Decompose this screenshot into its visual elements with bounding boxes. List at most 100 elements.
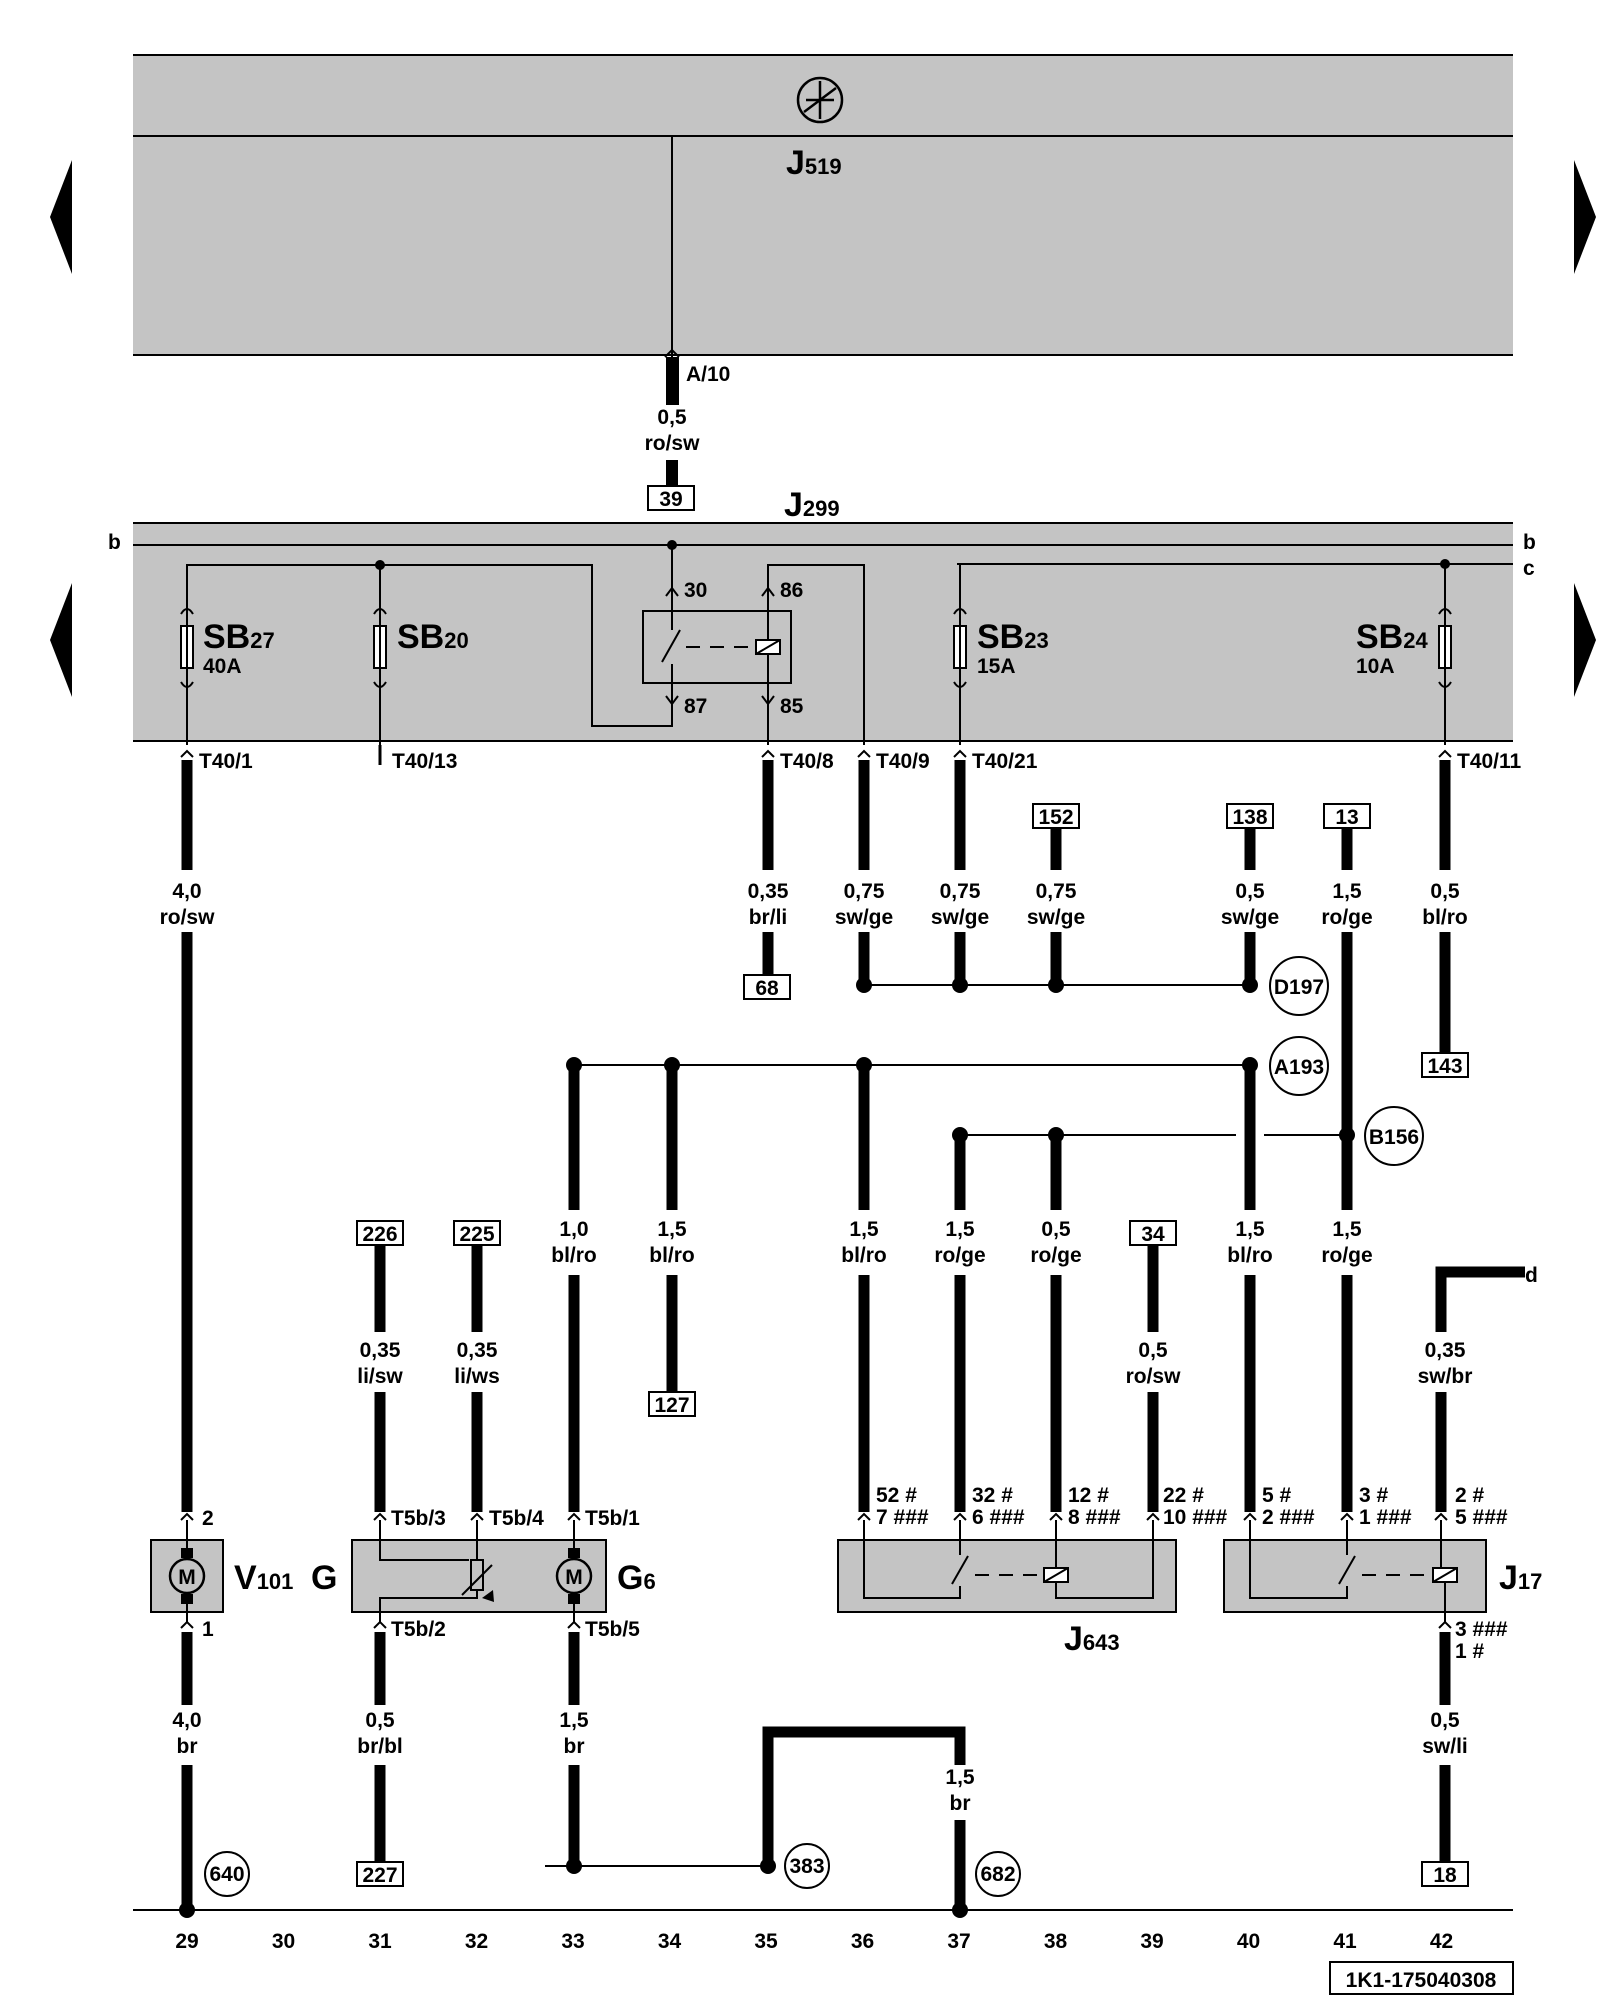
wire-labels-lower: 4,0 br 0,5 br/bl 1,5 br 1,5 br 0,5 sw/li (172, 1709, 1467, 1815)
wire-size: 0,5 (1235, 880, 1265, 903)
wires (181, 760, 1525, 1908)
grid-number: 35 (754, 1930, 778, 1953)
v101-motor: M (150, 1520, 224, 1622)
prev-page-arrow-mid[interactable] (50, 583, 72, 697)
g-g6-sender-pump: M (351, 1520, 607, 1622)
j299-label: J299 (784, 486, 840, 524)
wire-color: ro/sw (1126, 1365, 1182, 1388)
conn-pin: T5b/4 (489, 1507, 544, 1530)
sb27-label: SB27 (203, 618, 275, 656)
ref-box-label: 225 (459, 1223, 494, 1246)
wire-color: bl/ro (1227, 1244, 1273, 1267)
grid-number: 41 (1333, 1930, 1357, 1953)
conn-pin: 2 (202, 1507, 214, 1530)
conn-pin: T5b/1 (585, 1507, 640, 1530)
grid-number: 31 (368, 1930, 392, 1953)
wire-color: sw/ge (1221, 906, 1279, 929)
conn-pin: 5 # (1262, 1484, 1292, 1507)
sb23-label: SB23 (977, 618, 1049, 656)
grid-number: 32 (465, 1930, 488, 1953)
diagram-id: 1K1-175040308 (1346, 1969, 1497, 1992)
ref-box (647, 485, 695, 511)
next-page-arrow-top[interactable] (1574, 160, 1596, 274)
wire-size: 0,5 (1041, 1218, 1071, 1241)
ref-box (356, 1861, 404, 1887)
conn-pin: 32 # (972, 1484, 1013, 1507)
wire-size: 1,5 (1332, 1218, 1362, 1241)
wire-size: 0,35 (360, 1339, 401, 1362)
j519-panel (133, 55, 1513, 355)
wire-color: br (177, 1735, 198, 1758)
wire-size: 1,5 (945, 1218, 975, 1241)
conn-pin: 8 ### (1068, 1506, 1121, 1529)
next-page-arrow-mid[interactable] (1574, 583, 1596, 697)
conn-t40-1: T40/1 (199, 750, 253, 773)
wire-size: 0,75 (940, 880, 981, 903)
ref-box-label: 143 (1427, 1055, 1462, 1078)
j643-label: J643 (1064, 1620, 1120, 1658)
ref-box (1421, 1861, 1469, 1887)
conn-pin: 6 ### (972, 1506, 1025, 1529)
ref-box (648, 1391, 696, 1417)
wire-labels-middle: 1,0 bl/ro 1,5 bl/ro 1,5 bl/ro 1,5 ro/ge … (357, 1218, 1472, 1388)
wire-size: 4,0 (172, 1709, 201, 1732)
wire-size: 0,75 (844, 880, 885, 903)
wire-color: li/ws (454, 1365, 500, 1388)
ref-box (356, 1220, 404, 1246)
grid-number: 40 (1237, 1930, 1260, 1953)
ref-box (1421, 1052, 1469, 1078)
wire-size: 4,0 (172, 880, 201, 903)
ref-box (1226, 803, 1274, 829)
wire-color: br (564, 1735, 585, 1758)
conn-pin: T5b/2 (391, 1618, 446, 1641)
ref-box-label: 227 (362, 1864, 397, 1887)
ref-box-label: 18 (1433, 1864, 1457, 1887)
conn-t40-8: T40/8 (780, 750, 834, 773)
wire-color: ro/ge (1321, 906, 1372, 929)
v101-label: V101 (234, 1559, 293, 1597)
wire-size: 1,5 (559, 1709, 589, 1732)
conn-pin: 12 # (1068, 1484, 1109, 1507)
wire-size: 0,5 (365, 1709, 395, 1732)
conn-pin: 22 # (1163, 1484, 1204, 1507)
j519-connector (666, 357, 679, 405)
j299-relay-carrier: J299 (133, 486, 1513, 742)
ref-box (1323, 803, 1371, 829)
conn-pin: 10 ### (1163, 1506, 1228, 1529)
wire-size: 0,5 (657, 406, 687, 429)
diagram-id-box (1329, 1961, 1514, 1995)
ref-box-label: 39 (659, 488, 682, 511)
wire-color: bl/ro (841, 1244, 887, 1267)
ref-box-label: 152 (1038, 806, 1073, 829)
grid-number: 37 (947, 1930, 970, 1953)
wire-color: br/li (749, 906, 788, 929)
bus-label-b: b (1523, 531, 1536, 554)
component-connector-arrows (180, 1512, 1452, 1629)
conn-t40-11: T40/11 (1457, 750, 1522, 773)
wire-size: 0,35 (748, 880, 789, 903)
node-b156: B156 (1369, 1126, 1419, 1149)
conn-pin: T5b/3 (391, 1507, 446, 1530)
wire-color: br (950, 1792, 971, 1815)
fuse-rating: 15A (977, 655, 1016, 678)
grid-number: 29 (175, 1930, 198, 1953)
prev-page-arrow-top[interactable] (50, 160, 72, 274)
wire-size: 0,75 (1036, 880, 1077, 903)
grid-number: 33 (561, 1930, 584, 1953)
ref-box-label: 127 (654, 1394, 689, 1417)
conn-pin: 2 ### (1262, 1506, 1315, 1529)
conn-pin: 3 ### (1455, 1618, 1508, 1641)
conn-pin: 52 # (876, 1484, 917, 1507)
j299-panel (133, 523, 1513, 741)
j519-control-unit: J519 (133, 54, 1513, 356)
component-connector-labels: 2 1 T5b/3 T5b/4 T5b/1 T5b/2 T5b/5 52 # 7… (202, 1484, 1508, 1663)
wire-color: ro/ge (1030, 1244, 1081, 1267)
node-640: 640 (209, 1863, 244, 1886)
fuse-rating: 10A (1356, 655, 1395, 678)
grid-number: 30 (272, 1930, 295, 1953)
wire-size: 1,5 (657, 1218, 687, 1241)
reference-boxes: 68 152 138 13 143 226 225 127 34 227 18 (356, 803, 1469, 1887)
node-a193: A193 (1274, 1056, 1324, 1079)
